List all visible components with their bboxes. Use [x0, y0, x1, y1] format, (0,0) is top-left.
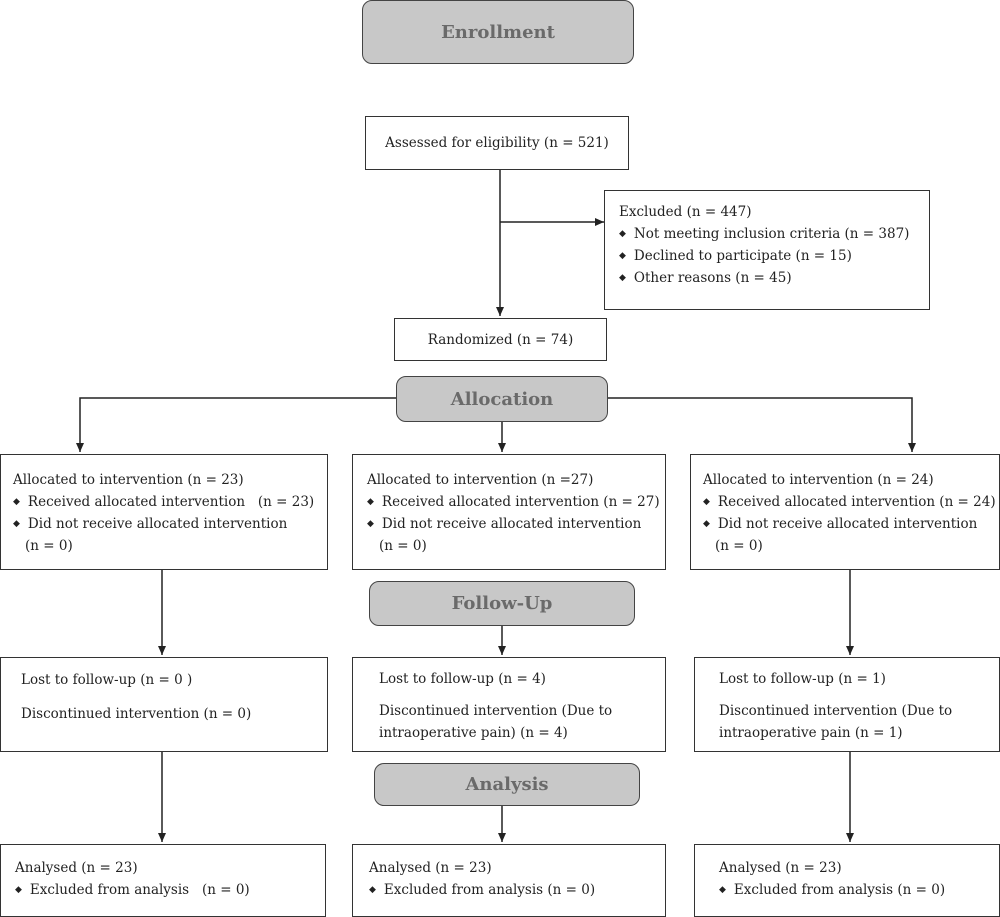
discontinued-label-cont: intraoperative pain) (n = 4)	[379, 725, 568, 741]
analysed-label: Analysed (n = 23)	[15, 860, 138, 876]
diamond-bullet-icon: ◆	[619, 273, 626, 283]
diamond-bullet-icon: ◆	[703, 519, 710, 529]
follow-up-header: Follow-Up	[369, 581, 635, 626]
analysis-box-group-3: Analysed (n = 23) ◆ Excluded from analysi…	[694, 844, 1000, 917]
assessed-eligibility-box: Assessed for eligibility (n = 521)	[365, 116, 629, 170]
diamond-bullet-icon: ◆	[703, 497, 710, 507]
excluded-from-analysis-label: Excluded from analysis (n = 0)	[29, 882, 250, 898]
diamond-bullet-icon: ◆	[619, 229, 626, 239]
allocated-label: Allocated to intervention (n =27)	[367, 472, 594, 488]
follow-up-box-group-2: Lost to follow-up (n = 4) Discontinued i…	[352, 657, 666, 752]
received-label: Received allocated intervention (n = 27)	[381, 494, 660, 510]
not-received-count: (n = 0)	[25, 538, 73, 554]
discontinued-label: Discontinued intervention (n = 0)	[21, 706, 252, 722]
diamond-bullet-icon: ◆	[13, 519, 20, 529]
diamond-bullet-icon: ◆	[367, 497, 374, 507]
not-received-count: (n = 0)	[379, 538, 427, 554]
lost-to-follow-up-label: Lost to follow-up (n = 4)	[379, 671, 546, 687]
allocation-box-group-3: Allocated to intervention (n = 24) ◆ Rece…	[690, 454, 1000, 570]
enrollment-header: Enrollment	[362, 0, 634, 64]
not-received-count: (n = 0)	[715, 538, 763, 554]
lost-to-follow-up-label: Lost to follow-up (n = 0 )	[21, 672, 193, 688]
allocation-box-group-2: Allocated to intervention (n =27) ◆ Recei…	[352, 454, 666, 570]
excluded-from-analysis-label: Excluded from analysis (n = 0)	[733, 882, 946, 898]
diamond-bullet-icon: ◆	[719, 885, 726, 895]
follow-up-box-group-1: Lost to follow-up (n = 0 ) Discontinued …	[0, 657, 328, 752]
diamond-bullet-icon: ◆	[367, 519, 374, 529]
allocated-label: Allocated to intervention (n = 23)	[13, 472, 244, 488]
analysis-box-group-1: Analysed (n = 23) ◆ Excluded from analysi…	[0, 844, 326, 917]
excluded-title: Excluded (n = 447)	[619, 204, 752, 220]
not-received-label: Did not receive allocated intervention	[717, 516, 978, 532]
excluded-item: ◆Declined to participate (n = 15)	[619, 245, 929, 267]
discontinued-label: Discontinued intervention (Due to	[379, 703, 613, 719]
allocation-header: Allocation	[396, 376, 608, 422]
randomized-box: Randomized (n = 74)	[394, 318, 607, 361]
not-received-label: Did not receive allocated intervention	[381, 516, 642, 532]
received-label: Received allocated intervention (n = 23)	[27, 494, 315, 510]
excluded-box: Excluded (n = 447) ◆Not meeting inclusio…	[604, 190, 930, 310]
analysed-label: Analysed (n = 23)	[719, 860, 842, 876]
analysis-box-group-2: Analysed (n = 23) ◆ Excluded from analysi…	[352, 844, 666, 917]
diamond-bullet-icon: ◆	[369, 885, 376, 895]
received-label: Received allocated intervention (n = 24)	[717, 494, 996, 510]
discontinued-label-cont: intraoperative pain (n = 1)	[719, 725, 903, 741]
analysis-header: Analysis	[374, 763, 640, 806]
diamond-bullet-icon: ◆	[13, 497, 20, 507]
diamond-bullet-icon: ◆	[15, 885, 22, 895]
follow-up-box-group-3: Lost to follow-up (n = 1) Discontinued i…	[694, 657, 1000, 752]
discontinued-label: Discontinued intervention (Due to	[719, 703, 953, 719]
excluded-from-analysis-label: Excluded from analysis (n = 0)	[383, 882, 596, 898]
allocation-box-group-1: Allocated to intervention (n = 23) ◆ Rece…	[0, 454, 328, 570]
diamond-bullet-icon: ◆	[619, 251, 626, 261]
allocated-label: Allocated to intervention (n = 24)	[703, 472, 934, 488]
excluded-item: ◆Not meeting inclusion criteria (n = 387…	[619, 223, 929, 245]
excluded-item: ◆Other reasons (n = 45)	[619, 267, 929, 289]
lost-to-follow-up-label: Lost to follow-up (n = 1)	[719, 671, 886, 687]
analysed-label: Analysed (n = 23)	[369, 860, 492, 876]
not-received-label: Did not receive allocated intervention	[27, 516, 288, 532]
